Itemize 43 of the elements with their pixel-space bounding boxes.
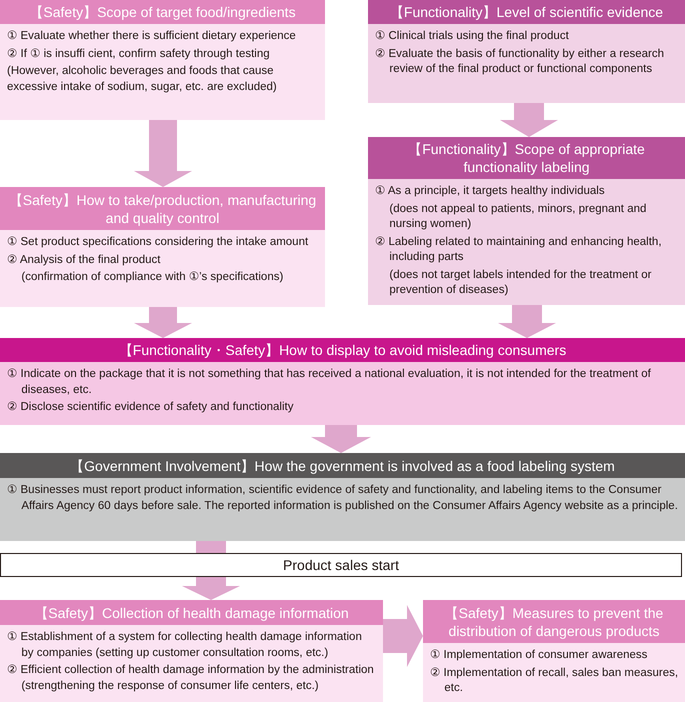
block-arrow — [311, 425, 371, 453]
list-item: ① Evaluate whether there is sufficient dietary experience — [7, 29, 296, 44]
process-box — [368, 137, 685, 305]
box-heading: 【Functionality】Scope of appropriate functionality labeling — [368, 137, 685, 179]
list-item: ② Disclose scientific evidence of safety and functionality — [7, 400, 294, 415]
list-item: ① Businesses must report product information, scientific evidence of safety and functionality, and labeling items to the Consumer Affairs Agency 60 days before sale. The reported information is published on the Consumer Affairs Agency website as a principle. — [7, 483, 679, 514]
note-text: (confirmation of compliance with ①’s specifications) — [20, 270, 284, 285]
list-item: ① As a principle, it targets healthy individuals — [375, 184, 605, 199]
box-heading: 【Functionality・Safety】How to display to avoid misleading consumers — [0, 338, 685, 362]
note-text: (However, alcoholic beverages and foods that cause excessive intake of sodium, sugar, etc. are excluded) — [7, 64, 278, 94]
list-item: ① Indicate on the package that it is not something that has received a national evaluation, it is not intended for the treatment of diseases, etc. — [7, 367, 652, 398]
box-heading: 【Safety】Measures to prevent the distribution of dangerous products — [423, 600, 685, 643]
stage-label: Product sales start — [283, 556, 399, 574]
list-item: ① Set product specifications considering the intake amount — [7, 235, 308, 250]
note-text: (does not target labels intended for the treatment or prevention of diseases) — [388, 268, 652, 298]
box-heading: 【Functionality】Level of scientific evidence — [368, 0, 685, 24]
process-box — [0, 187, 325, 307]
process-box — [368, 0, 685, 103]
box-heading: 【Safety】Collection of health damage information — [0, 600, 383, 625]
process-box — [0, 0, 325, 120]
list-item: ② Analysis of the final product — [7, 252, 161, 268]
list-item: ② Evaluate the basis of functionality by either a research review of the final product or functional components — [375, 46, 666, 77]
list-item: ① Implementation of consumer awareness — [430, 648, 648, 663]
list-item: ① Establishment of a system for collecting health damage information by companies (setting up customer consultation rooms, etc.) — [7, 630, 363, 660]
block-arrow — [134, 120, 192, 187]
block-arrow — [498, 305, 556, 338]
process-box — [423, 600, 685, 702]
block-arrow — [383, 605, 423, 667]
process-box — [0, 600, 383, 702]
process-box — [0, 453, 685, 541]
process-box — [0, 338, 685, 425]
block-arrow — [500, 103, 558, 137]
box-heading: 【Safety】Scope of target food/ingredients — [0, 0, 325, 24]
stage-bar — [0, 553, 682, 577]
list-item: ② Implementation of recall, sales ban measures, etc. — [430, 666, 679, 696]
list-item: ① Clinical trials using the final product — [375, 29, 569, 44]
note-text: (does not appeal to patients, minors, pregnant and nursing women) — [388, 202, 648, 232]
box-heading: 【Government Involvement】How the government is involved as a food labeling system — [0, 453, 685, 478]
box-heading: 【Safety】How to take/production, manufacturing and quality control — [0, 187, 325, 230]
list-item: ② Efficient collection of health damage information by the administration (strengthening the response of consumer life centers, etc.) — [7, 663, 375, 694]
block-arrow — [134, 307, 192, 338]
list-item: ② If ① is insuffi cient, confirm safety through testing — [7, 46, 270, 62]
list-item: ② Labeling related to maintaining and enhancing health, including parts — [375, 234, 663, 265]
